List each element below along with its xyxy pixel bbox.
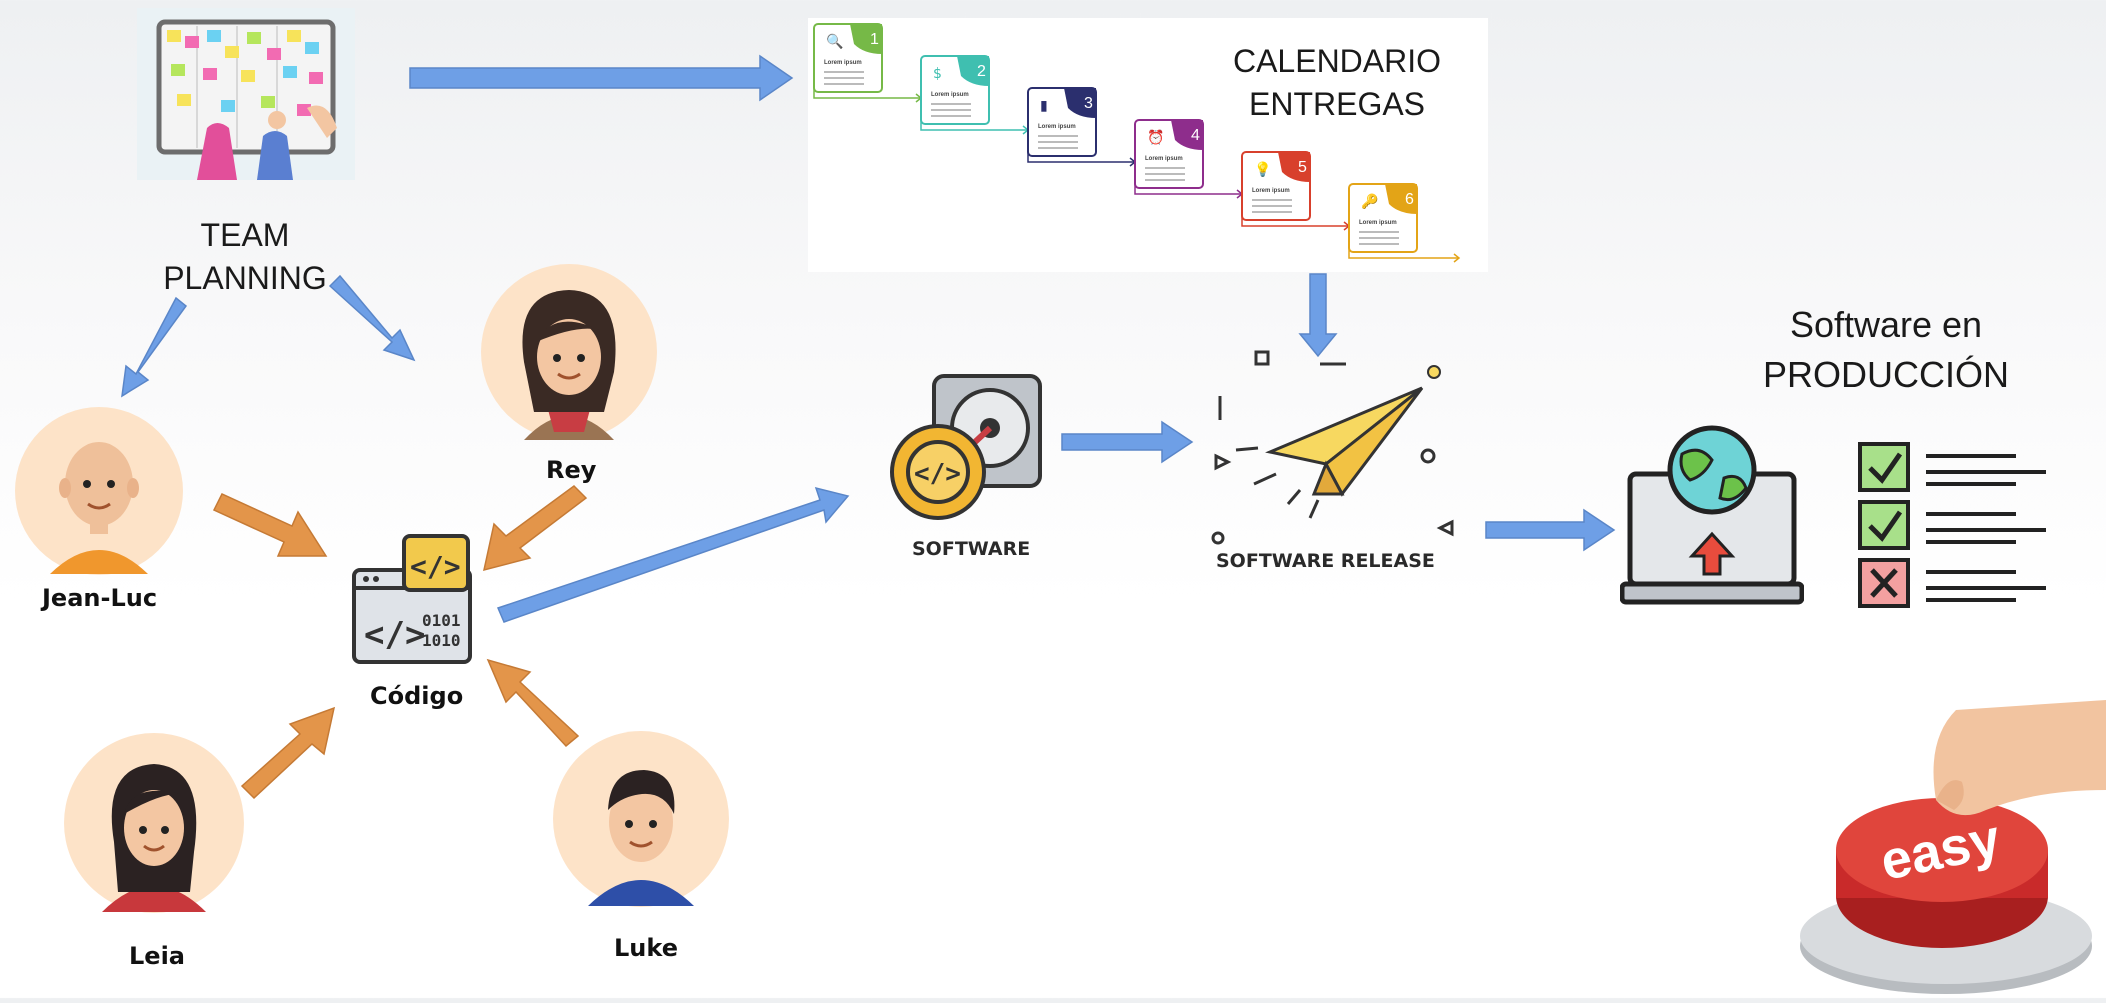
arrow-planning-to-calendar (409, 54, 794, 102)
checklist-icon (1856, 440, 2066, 620)
timeline-step-caption: Lorem ipsum (931, 92, 969, 98)
calendar-label-line1: CALENDARIO (1232, 43, 1442, 79)
codigo-label: Código (370, 682, 464, 710)
calendar-label-line2: ENTREGAS (1248, 86, 1426, 122)
avatar-leia (62, 732, 246, 914)
timeline-step-caption: Lorem ipsum (1038, 124, 1076, 130)
timeline-step-number: 2 (977, 63, 986, 80)
team-planning-label-line1: TEAM (200, 217, 290, 253)
timeline-step-2: 2 $ Lorem ipsum (920, 55, 1030, 135)
avatar-jean-luc (10, 406, 188, 576)
production-label-line1: Software en (1789, 304, 1983, 345)
release-label: SOFTWARE RELEASE (1216, 550, 1435, 572)
timeline-step-caption: Lorem ipsum (1252, 188, 1290, 194)
lightbulb-icon: 💡 (1254, 161, 1271, 178)
arrow-luke-to-codigo (486, 658, 580, 748)
team-planning-label-line2: PLANNING (163, 260, 327, 296)
svg-text:</>: </> (914, 459, 961, 489)
team-planning-label: TEAM PLANNING (150, 214, 340, 300)
timeline-step-1: 1 🔍 Lorem ipsum (813, 23, 923, 103)
arrow-release-to-production (1485, 508, 1616, 552)
calendar-label: CALENDARIO ENTREGAS (1222, 40, 1452, 126)
laptop-globe-icon (1619, 424, 1805, 608)
arrow-calendar-to-release (1298, 273, 1338, 358)
timeline-step-5: 5 💡 Lorem ipsum (1241, 151, 1351, 231)
arrow-planning-to-rey (328, 274, 416, 362)
team-planning-image (137, 8, 355, 180)
timeline-step-3: 3 ▮ Lorem ipsum (1027, 87, 1137, 167)
search-icon: 🔍 (826, 32, 843, 50)
timeline-step-6: 6 🔑 Lorem ipsum (1348, 183, 1461, 263)
alarm-clock-icon: ⏰ (1147, 128, 1164, 146)
timeline-step-caption: Lorem ipsum (1145, 156, 1183, 162)
timeline-step-caption: Lorem ipsum (824, 60, 862, 66)
name-luke: Luke (614, 934, 678, 962)
software-icon: </> (884, 372, 1044, 534)
timeline-step-number: 6 (1405, 191, 1414, 208)
timeline-step-number: 4 (1191, 127, 1200, 144)
timeline-step-number: 3 (1084, 95, 1093, 112)
timeline-step-4: 4 ⏰ Lorem ipsum (1134, 119, 1244, 199)
arrow-rey-to-codigo (483, 485, 588, 572)
arrow-planning-to-jean-luc (121, 296, 188, 398)
timeline-step-number: 5 (1298, 159, 1307, 176)
checkbox-checked-icon (1858, 500, 2046, 550)
production-label-line2: PRODUCCIÓN (1762, 354, 2009, 395)
name-rey: Rey (546, 456, 597, 484)
dollar-icon: $ (933, 66, 942, 82)
arrow-jean-luc-to-codigo (212, 493, 328, 557)
svg-text:</>: </> (364, 615, 425, 655)
checkbox-cross-icon (1858, 558, 2046, 608)
avatar-rey (474, 262, 664, 442)
production-label: Software en PRODUCCIÓN (1706, 300, 2066, 400)
timeline-step-number: 1 (870, 31, 879, 48)
arrow-software-to-release (1061, 420, 1194, 464)
svg-text:</>: </> (410, 550, 461, 583)
bar-chart-icon: ▮ (1040, 98, 1048, 114)
software-label: SOFTWARE (912, 538, 1031, 560)
paper-plane-icon (1196, 344, 1466, 548)
arrow-leia-to-codigo (240, 706, 336, 800)
arrow-codigo-to-software (496, 486, 850, 623)
key-icon: 🔑 (1361, 192, 1379, 210)
name-leia: Leia (129, 942, 185, 970)
avatar-luke (552, 730, 730, 908)
code-icon: </> 0101 1010 </> (350, 534, 474, 666)
name-jean-luc: Jean-Luc (42, 584, 158, 612)
checkbox-checked-icon (1858, 442, 2046, 492)
timeline-step-caption: Lorem ipsum (1359, 220, 1397, 226)
svg-text:1010: 1010 (422, 631, 461, 650)
svg-text:0101: 0101 (422, 611, 461, 630)
easy-button-image: easy (1786, 700, 2106, 998)
